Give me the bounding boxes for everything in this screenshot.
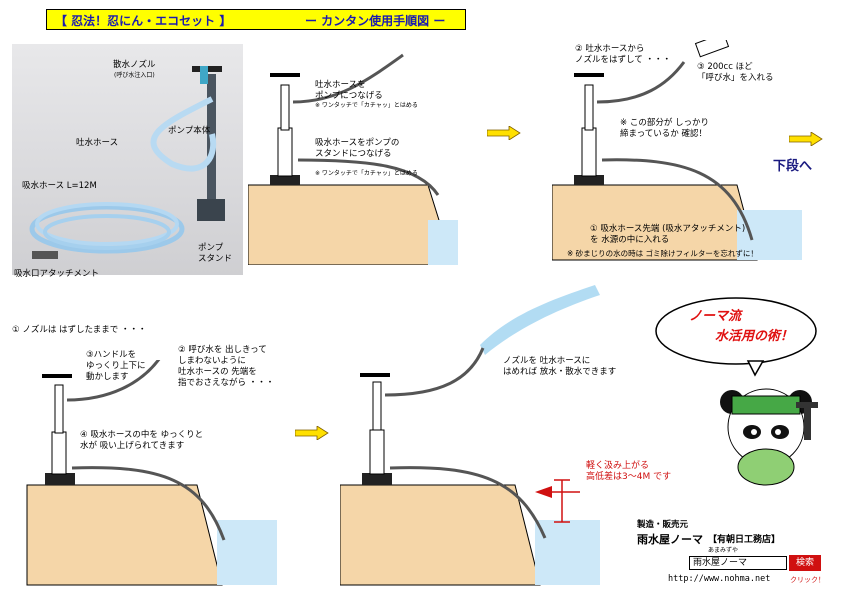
callout-line1: ノーマ流 [689,309,742,324]
label-pump-body: ポンプ本体 [168,126,211,136]
website-url[interactable]: http://www.nohma.net [668,574,771,584]
panel4-illustration [340,285,600,586]
maker-name: 雨水屋ノーマ [637,533,703,546]
label-suction-attachment: 吸水口アタッチメント [14,269,100,279]
panel1-label-a: 吐水ホースを ポンプにつなげる [315,80,383,101]
panel2-check: ※ この部分が しっかり 締まっているか 確認！ [620,118,710,139]
panel1-illustration [248,53,458,265]
arrow-right-icon-3 [295,426,329,440]
speech-bubble-icon [655,297,817,377]
panel4-height-note: 軽く汲み上がる 高低差は3～4M です [586,461,672,482]
maker-company: 【有朝日工務店】 [708,535,781,545]
panel2-step2: ② 吐水ホースから ノズルをはずして ・・・ [575,44,671,65]
label-pump-stand: ポンプ スタンド [198,243,233,264]
next-row-label: 下段へ [773,159,813,174]
label-suction-hose: 吸水ホース L=12M [22,181,97,191]
label-nozzle-sub: (呼び水注入口) [114,72,155,79]
panda-mascot [720,388,818,486]
maker-label: 製造・販売元 [637,520,689,530]
title-right: ー カンタン使用手順図 ー [305,14,446,28]
callout-line2: 水活用の術！ [715,329,794,344]
panel2-note: ※ 砂まじりの水の時は ゴミ除けフィルターを忘れずに！ [567,249,758,258]
panel1-note-b: ※ ワンタッチで「カチャッ」とはめる [315,170,418,177]
search-input[interactable]: 雨水屋ノーマ [689,556,787,570]
panel1-note-a: ※ ワンタッチで「カチャッ」とはめる [315,102,418,109]
panel2-step1: ① 吸水ホース先端 (吸水アタッチメント) を 水源の中に入れる [590,224,746,245]
title-left: 【 忍法！忍にん・エコセット 】 [55,14,232,28]
panel3-step2: ② 呼び水を 出しきって しまわないように 吐水ホースの 先端を 指でおさえなが… [178,345,275,388]
panel4-label: ノズルを 吐水ホースに はめれば 放水・散水できます [503,356,617,377]
panel3-step4: ④ 吸水ホースの中を ゆっくりと 水が 吸い上げられてきます [80,430,204,451]
page-title: 【 忍法！忍にん・エコセット 】 ー カンタン使用手順図 ー [46,9,466,30]
arrow-right-icon [487,126,521,140]
search-ruby: あまみずや [708,547,739,554]
panel3-step3: ③ハンドルを ゆっくり上下に 動かします [86,350,146,382]
label-nozzle: 散水ノズル [113,60,156,70]
panel3-illustration [26,360,277,586]
arrow-right-icon-2 [789,132,823,146]
panel3-step1: ① ノズルは はずしたままで ・・・ [12,325,147,335]
callout-bubble: ノーマ流 水活用の術！ [653,295,819,377]
search-button[interactable]: 検索 [789,555,821,571]
product-illustration [29,66,225,259]
label-discharge-hose: 吐水ホース [76,138,119,148]
panel2-illustration [552,40,802,261]
click-note: クリック！ [790,576,825,584]
product-photo [12,44,243,275]
panel1-label-b: 吸水ホースをポンプの スタンドにつなげる [315,138,400,159]
panel2-step3: ③ 200cc ほど 「呼び水」を入れる [697,62,774,83]
